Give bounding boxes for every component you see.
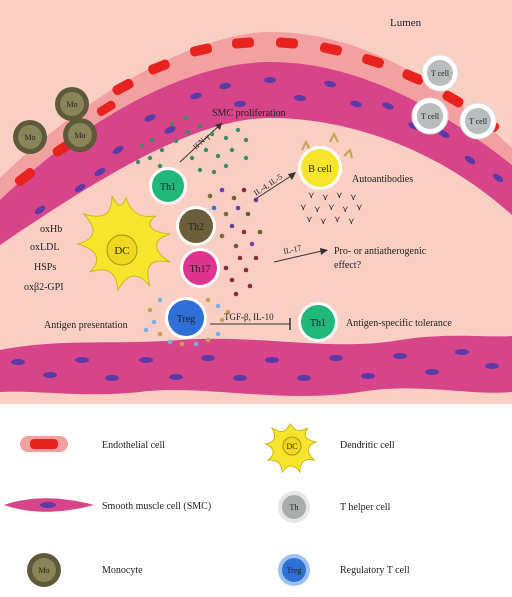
autoantibodies-label: Autoantibodies xyxy=(352,174,413,185)
svg-text:⋎: ⋎ xyxy=(342,204,349,214)
t-cell: T cell xyxy=(421,54,459,92)
monocyte: Mo xyxy=(55,87,89,121)
th2-cell: Th2 xyxy=(176,206,216,246)
antigen-oxb2gpi: oxβ2-GPI xyxy=(24,282,64,293)
lumen-label: Lumen xyxy=(390,17,422,29)
legend-endothelial-icon xyxy=(20,436,68,452)
svg-text:⋎: ⋎ xyxy=(314,204,321,214)
legend-t-helper-icon: Th xyxy=(278,491,310,523)
svg-text:T cell: T cell xyxy=(469,117,488,126)
legend-dendritic-label: Dendritic cell xyxy=(340,440,395,451)
svg-text:Treg: Treg xyxy=(287,566,302,575)
th17-cell: Th17 xyxy=(180,248,220,288)
il17-label: IL-17 xyxy=(283,243,303,256)
svg-text:Th17: Th17 xyxy=(189,264,210,275)
svg-text:⋎: ⋎ xyxy=(356,202,363,212)
svg-text:Mo: Mo xyxy=(66,100,77,109)
svg-text:⋎: ⋎ xyxy=(322,192,329,202)
il4-il5-arrow xyxy=(253,173,295,201)
antigen-oxhb: oxHb xyxy=(40,224,62,235)
treg-cytokines xyxy=(143,297,231,347)
svg-text:Mo: Mo xyxy=(38,566,49,575)
monocyte: Mo xyxy=(13,120,47,154)
ifn-arrow xyxy=(179,122,223,163)
legend-endothelial-label: Endothelial cell xyxy=(102,440,165,451)
svg-text:⋎: ⋎ xyxy=(306,214,313,224)
legend-dendritic-icon: DC xyxy=(264,423,318,474)
il17-arrow xyxy=(273,249,327,263)
pro-anti-label-line2: effect? xyxy=(334,260,362,271)
svg-text:⋎: ⋎ xyxy=(336,190,343,200)
svg-text:⋎: ⋎ xyxy=(334,214,341,224)
svg-text:T cell: T cell xyxy=(421,112,440,121)
svg-text:Th: Th xyxy=(290,503,299,512)
antigen-hsps: HSPs xyxy=(34,262,56,273)
dendritic-cell: DC xyxy=(76,195,171,292)
treg-cell: Treg xyxy=(165,297,207,339)
th1-cell: Th1 xyxy=(149,167,187,205)
svg-text:Mo: Mo xyxy=(74,131,85,140)
antigen-presentation-label: Antigen presentation xyxy=(44,320,128,331)
antibody-cluster: ⋎⋎⋎⋎ ⋎⋎⋎⋎⋎ ⋎⋎⋎⋎ xyxy=(300,190,363,226)
svg-text:Mo: Mo xyxy=(24,133,35,142)
ifn-gamma-cytokines xyxy=(135,115,249,175)
smc-layer-upper xyxy=(0,62,512,245)
monocyte: Mo xyxy=(63,118,97,152)
th2-cytokines xyxy=(207,187,263,297)
svg-text:⋎: ⋎ xyxy=(348,216,355,226)
t-cell: T cell xyxy=(459,102,497,140)
ifn-arrow-head xyxy=(215,123,222,130)
th1-tolerance-cell: Th1 xyxy=(298,302,338,342)
svg-text:⋎: ⋎ xyxy=(350,192,357,202)
svg-text:Th1: Th1 xyxy=(160,182,176,193)
svg-text:⋎: ⋎ xyxy=(328,202,335,212)
svg-text:Th2: Th2 xyxy=(188,222,204,233)
antigen-oxldl: oxLDL xyxy=(30,242,59,253)
endothelial-cells-upper xyxy=(14,37,500,187)
legend-smc-label: Smooth muscle cell (SMC) xyxy=(102,501,211,512)
il17-arrow-head xyxy=(320,248,328,255)
svg-text:DC: DC xyxy=(286,442,297,451)
svg-text:DC: DC xyxy=(114,245,129,257)
legend-treg-label: Regulatory T cell xyxy=(340,565,410,576)
legend-monocyte-icon: Mo xyxy=(27,553,61,587)
il4-il5-arrow-head xyxy=(288,172,296,180)
tgf-il10-label: TGF-β, IL-10 xyxy=(224,312,274,322)
svg-text:⋎: ⋎ xyxy=(308,190,315,200)
svg-text:B cell: B cell xyxy=(308,164,332,175)
smc-layer-lower xyxy=(0,335,512,396)
b-cell: B cell xyxy=(298,131,353,190)
svg-text:Th1: Th1 xyxy=(310,318,326,329)
svg-text:⋎: ⋎ xyxy=(320,216,327,226)
legend-smc-icon xyxy=(4,498,94,512)
svg-text:⋎: ⋎ xyxy=(300,202,307,212)
legend-treg-icon: Treg xyxy=(278,554,310,586)
svg-text:Treg: Treg xyxy=(177,314,196,325)
smc-nuclei-upper xyxy=(34,77,504,215)
t-cell: T cell xyxy=(411,97,449,135)
smc-nuclei-lower xyxy=(11,349,499,381)
svg-text:T cell: T cell xyxy=(431,69,450,78)
smc-proliferation-label: SMC proliferation xyxy=(212,108,286,119)
legend-t-helper-label: T helper cell xyxy=(340,502,391,513)
antigen-tolerance-label: Antigen-specific tolerance xyxy=(346,318,452,329)
pro-anti-label-line1: Pro- or antiatherogenic xyxy=(334,246,427,257)
legend-monocyte-label: Monocyte xyxy=(102,565,143,576)
